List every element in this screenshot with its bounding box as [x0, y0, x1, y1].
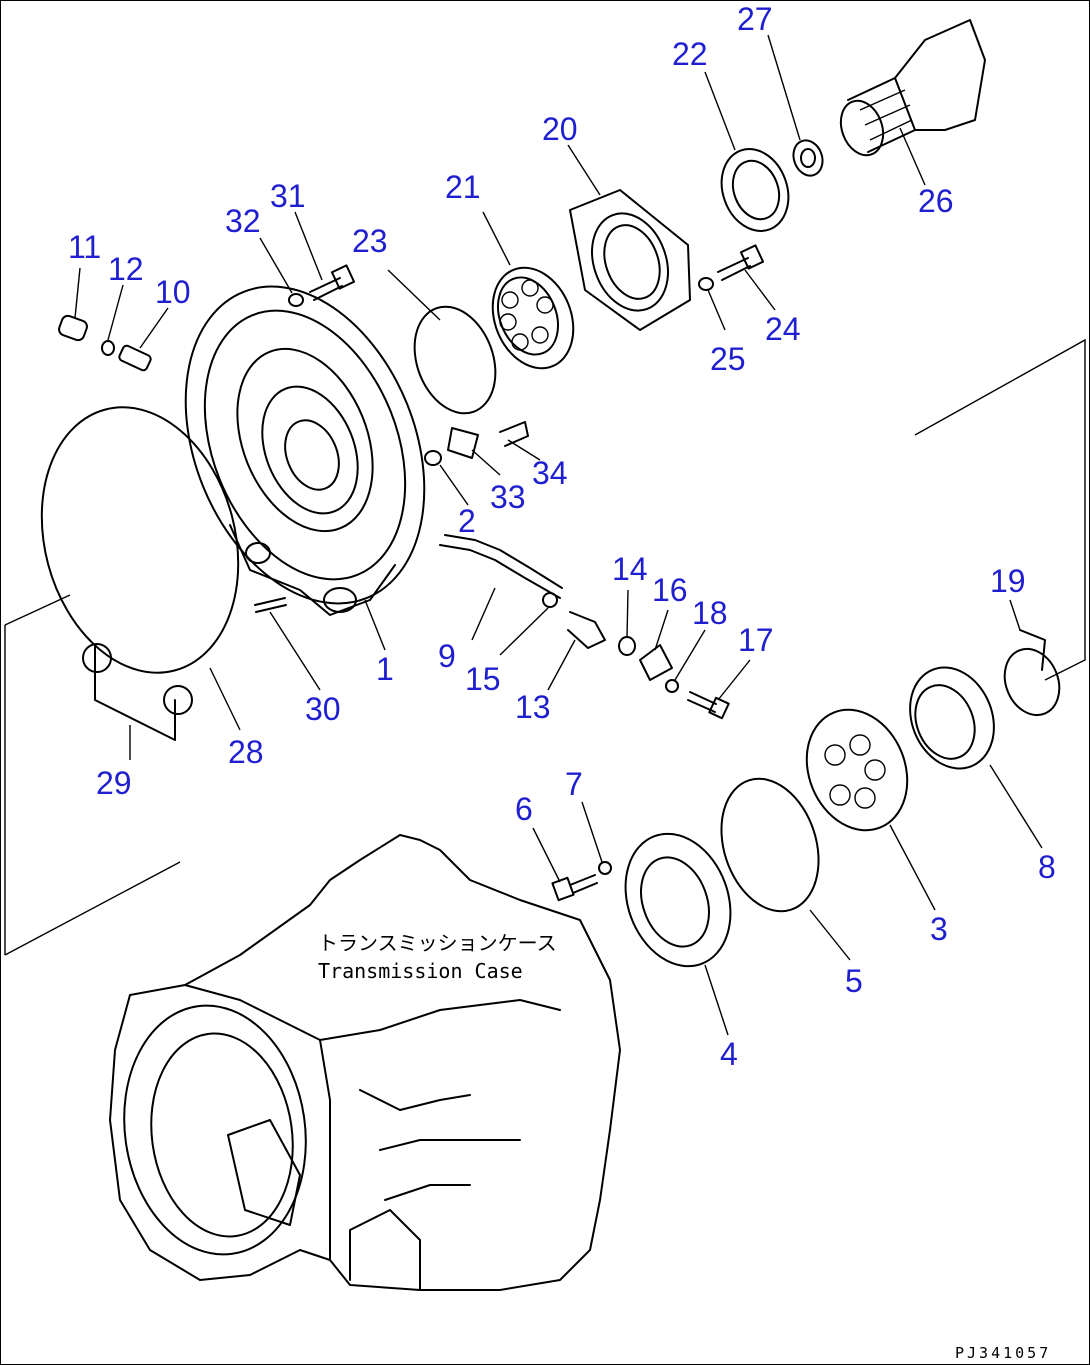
case-label-japanese: トランスミッションケース [318, 931, 557, 955]
seal-22 [720, 148, 790, 232]
callout-6: 6 [515, 791, 533, 827]
callout-22: 22 [672, 36, 708, 72]
callout-3: 3 [930, 911, 948, 947]
valve-parts [542, 592, 730, 720]
callout-labels: 1 2 3 4 5 6 7 8 9 10 11 12 13 14 15 16 1… [68, 1, 1056, 1072]
callout-32: 32 [225, 203, 261, 239]
nut-27 [792, 139, 824, 177]
callout-15: 15 [465, 661, 501, 697]
callout-7: 7 [565, 766, 583, 802]
callout-9: 9 [438, 638, 456, 674]
bolt-31 [288, 264, 356, 307]
callout-17: 17 [738, 622, 774, 658]
callout-5: 5 [845, 963, 863, 999]
drawing-code: PJ341057 [955, 1344, 1051, 1362]
shaft-assembly [424, 421, 563, 599]
callout-26: 26 [918, 183, 954, 219]
callout-28: 28 [228, 734, 264, 770]
bolt-24 [698, 244, 765, 291]
callout-33: 33 [490, 479, 526, 515]
sheet-outline [4, 338, 1086, 956]
callout-31: 31 [270, 178, 306, 214]
callout-2: 2 [458, 503, 476, 539]
callout-30: 30 [305, 691, 341, 727]
callout-4: 4 [720, 1036, 738, 1072]
callout-18: 18 [692, 595, 728, 631]
callout-11: 11 [68, 229, 101, 265]
lower-retainer-4 [624, 832, 732, 968]
callout-25: 25 [710, 341, 746, 377]
callout-1: 1 [376, 651, 394, 687]
bearing-8 [909, 666, 995, 770]
leader-lines [74, 34, 1043, 1036]
pin-30 [254, 597, 287, 613]
callout-13: 13 [515, 689, 551, 725]
cover-housing [184, 285, 426, 616]
coupling-26 [839, 19, 986, 157]
callout-19: 19 [990, 563, 1026, 599]
callout-8: 8 [1038, 849, 1056, 885]
callout-12: 12 [108, 251, 144, 287]
plug-fittings [58, 314, 152, 372]
o-ring-5 [720, 777, 820, 913]
callout-16: 16 [652, 572, 688, 608]
case-label-english: Transmission Case [318, 959, 523, 983]
retainer-20 [569, 189, 691, 331]
callout-14: 14 [612, 551, 648, 587]
bolt-6 [551, 861, 612, 902]
snap-ring-19 [1003, 629, 1061, 716]
callout-29: 29 [96, 765, 132, 801]
callout-27: 27 [737, 1, 773, 37]
callout-24: 24 [765, 311, 801, 347]
callout-10: 10 [155, 274, 191, 310]
callout-20: 20 [542, 111, 578, 147]
o-ring-large [40, 406, 240, 674]
callout-34: 34 [532, 455, 568, 491]
gasket-plate [82, 643, 193, 741]
callout-21: 21 [445, 169, 481, 205]
transmission-case [109, 834, 621, 1291]
callout-23: 23 [352, 223, 388, 259]
o-ring-23 [413, 305, 497, 415]
bearing-3 [805, 708, 909, 832]
bearing-21 [491, 266, 575, 370]
